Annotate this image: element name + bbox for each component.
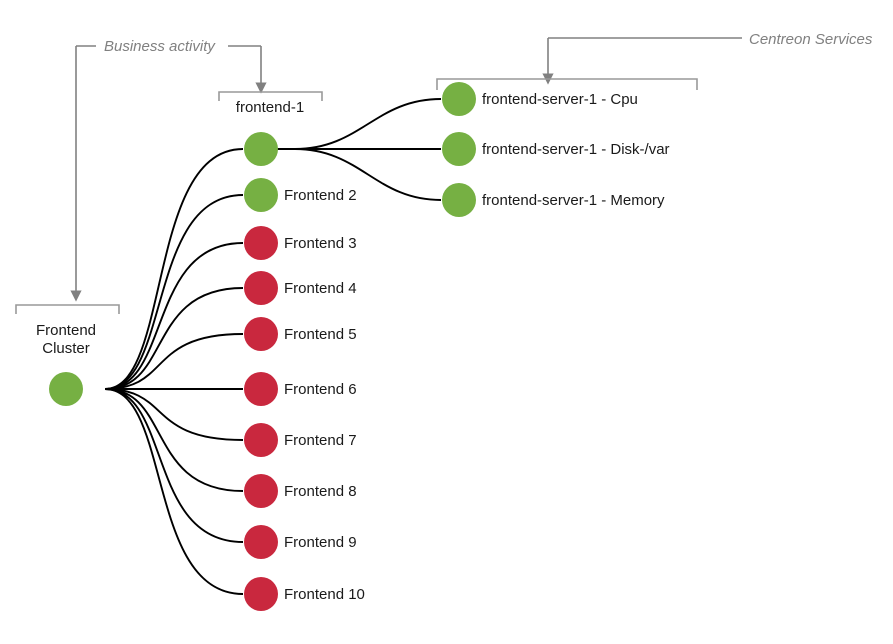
edge-cluster-to-host-5 <box>104 333 244 390</box>
edge-cluster-to-host-1 <box>104 148 244 390</box>
edge-cluster-to-host-3 <box>104 242 244 390</box>
node-host-label-8: Frontend 8 <box>284 483 357 500</box>
edge-cluster-to-host-10 <box>104 388 244 595</box>
annotation-label-centreon-services: Centreon Services <box>749 31 873 48</box>
node-service-2[interactable] <box>442 132 476 166</box>
node-frontend-cluster[interactable] <box>49 372 83 406</box>
cluster-label-line-2: Cluster <box>42 340 90 357</box>
edge-cluster-to-host-9 <box>104 388 244 543</box>
annotation-business-activity: Business activity <box>70 38 267 302</box>
bracket-frontend-cluster <box>15 304 120 314</box>
cluster-node-group[interactable]: Frontend Cluster <box>36 322 96 406</box>
node-host-4[interactable] <box>244 271 278 305</box>
cluster-label-line-1: Frontend <box>36 322 96 339</box>
node-service-label-1: frontend-server-1 - Cpu <box>482 91 638 108</box>
node-host-10[interactable] <box>244 577 278 611</box>
edges-cluster-to-hosts <box>104 148 244 595</box>
node-service-label-3: frontend-server-1 - Memory <box>482 192 665 209</box>
node-host-label-6: Frontend 6 <box>284 381 357 398</box>
node-host-label-9: Frontend 9 <box>284 534 357 551</box>
bracket-label-frontend-1: frontend-1 <box>236 99 304 116</box>
edge-host-to-service-1 <box>294 98 442 150</box>
edges-host-to-services <box>276 98 442 201</box>
bracket-group: frontend-1 <box>15 78 698 314</box>
node-host-2[interactable] <box>244 178 278 212</box>
node-host-9[interactable] <box>244 525 278 559</box>
node-host-6[interactable] <box>244 372 278 406</box>
node-host-8[interactable] <box>244 474 278 508</box>
node-host-label-3: Frontend 3 <box>284 235 357 252</box>
node-host-label-2: Frontend 2 <box>284 187 357 204</box>
node-host-5[interactable] <box>244 317 278 351</box>
edge-cluster-to-host-8 <box>104 388 244 492</box>
node-host-label-10: Frontend 10 <box>284 586 365 603</box>
node-service-1[interactable] <box>442 82 476 116</box>
annotation-label-business-activity: Business activity <box>104 38 216 55</box>
node-host-3[interactable] <box>244 226 278 260</box>
annotation-centreon-services: Centreon Services <box>542 31 873 85</box>
node-service-label-2: frontend-server-1 - Disk-/var <box>482 141 670 158</box>
node-service-3[interactable] <box>442 183 476 217</box>
edge-cluster-to-host-2 <box>104 194 244 390</box>
bracket-centreon-services <box>436 78 698 90</box>
node-host-label-5: Frontend 5 <box>284 326 357 343</box>
edge-cluster-to-host-7 <box>104 388 244 441</box>
bracket-frontend-1 <box>218 91 323 101</box>
node-host-label-4: Frontend 4 <box>284 280 357 297</box>
node-host-label-7: Frontend 7 <box>284 432 357 449</box>
host-node-list: Frontend 2 Frontend 3 Frontend 4 Frontend 5… <box>244 132 365 611</box>
node-host-1[interactable] <box>244 132 278 166</box>
service-node-list: frontend-server-1 - Cpu frontend-server-1… <box>442 82 670 217</box>
node-host-7[interactable] <box>244 423 278 457</box>
edge-cluster-to-host-4 <box>104 287 244 390</box>
edge-host-to-service-3 <box>294 148 442 201</box>
